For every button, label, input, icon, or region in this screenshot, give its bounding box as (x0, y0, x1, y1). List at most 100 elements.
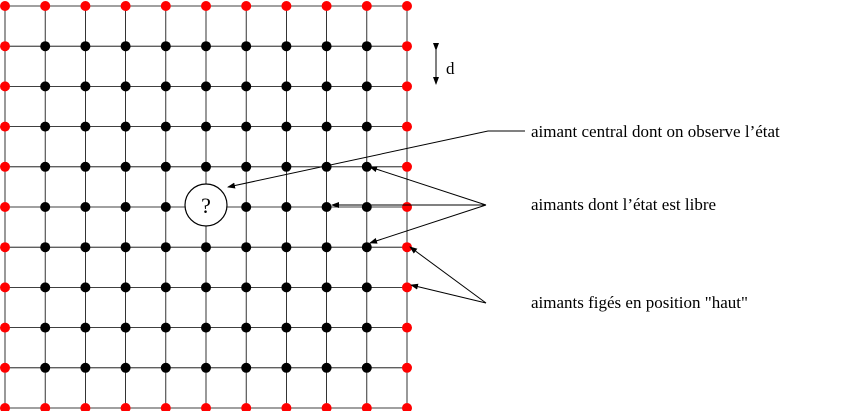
fixed-magnet-dot (402, 202, 412, 212)
fixed-magnet-dot (0, 202, 10, 212)
free-magnet-dot (361, 41, 372, 52)
free-magnet-dot (40, 41, 51, 52)
free-magnet-dot (40, 362, 51, 373)
free-magnet-dot (80, 362, 91, 373)
free-magnet-dot (241, 202, 252, 212)
free-magnet-dot (201, 121, 211, 132)
fixed-pointer-1 (409, 246, 487, 304)
free-magnet-dot (40, 81, 51, 92)
free-magnet-dot (281, 362, 292, 373)
fixed-magnet-dot (281, 403, 292, 411)
free-magnet-dot (281, 282, 292, 293)
free-magnet-dot (120, 282, 131, 293)
fixed-magnet-dot (0, 242, 10, 253)
fixed-magnet-dot (402, 121, 412, 132)
fixed-magnet-dot (0, 403, 10, 411)
annotation-lines (227, 130, 525, 304)
fixed-magnet-dot (0, 282, 10, 293)
free-magnet-dot (361, 202, 372, 212)
free-magnet-dot (241, 322, 252, 333)
free-magnet-dot (201, 242, 211, 253)
fixed-magnet-dot (40, 403, 51, 411)
fixed-magnet-dot (80, 403, 91, 411)
spacing-label: d (446, 59, 455, 78)
free-magnet-dot (321, 121, 332, 132)
free-magnet-dot (281, 322, 292, 333)
free-magnet-dot (241, 282, 252, 293)
free-magnet-dot (281, 81, 292, 92)
fixed-magnet-dot (0, 41, 10, 52)
free-magnet-dot (80, 121, 91, 132)
fixed-magnet-dot (402, 1, 412, 11)
free-magnet-dot (201, 322, 211, 333)
free-pointer-3 (369, 204, 487, 244)
free-magnet-dot (80, 242, 91, 253)
free-magnet-dot (80, 161, 91, 172)
fixed-magnet-dot (120, 403, 131, 411)
label-fixed-magnets: aimants figés en position "haut" (531, 293, 748, 312)
free-magnet-dot (241, 362, 252, 373)
free-magnet-dot (201, 81, 211, 92)
fixed-magnet-dot (0, 362, 10, 373)
free-magnet-dot (361, 242, 372, 253)
free-magnet-dot (120, 81, 131, 92)
fixed-magnet-dot (402, 41, 412, 52)
free-magnet-dot (120, 322, 131, 333)
free-magnet-dot (120, 121, 131, 132)
fixed-magnet-dot (160, 403, 171, 411)
fixed-magnet-dot (241, 403, 252, 411)
free-magnet-dot (241, 161, 252, 172)
free-magnet-dot (160, 242, 171, 253)
free-magnet-dot (241, 81, 252, 92)
fixed-pointer-2 (410, 283, 487, 304)
free-magnet-dot (241, 41, 252, 52)
free-magnet-dot (40, 161, 51, 172)
free-magnet-dot (40, 282, 51, 293)
fixed-magnet-dot (402, 322, 412, 333)
central-pointer (227, 130, 525, 189)
fixed-magnet-dot (321, 1, 332, 11)
free-magnet-dot (321, 81, 332, 92)
free-magnet-dot (160, 41, 171, 52)
free-magnet-dot (160, 121, 171, 132)
free-magnet-dot (361, 362, 372, 373)
free-magnet-dot (281, 242, 292, 253)
fixed-magnet-dot (361, 403, 372, 411)
free-magnet-dot (361, 81, 372, 92)
fixed-magnet-dot (402, 362, 412, 373)
free-magnet-dot (80, 282, 91, 293)
free-magnet-dot (241, 242, 252, 253)
free-magnet-dot (80, 322, 91, 333)
fixed-magnet-dot (0, 81, 10, 92)
free-magnet-dot (321, 202, 332, 212)
free-magnet-dot (160, 282, 171, 293)
fixed-magnet-dot (0, 322, 10, 333)
free-magnet-dot (160, 161, 171, 172)
free-magnet-dot (321, 362, 332, 373)
label-central-magnet: aimant central dont on observe l’état (531, 122, 780, 141)
free-magnet-dot (321, 322, 332, 333)
free-magnet-dot (321, 242, 332, 253)
fixed-magnet-dot (160, 1, 171, 11)
central-magnet-question-mark: ? (201, 193, 211, 218)
free-pointer-1 (369, 166, 487, 206)
central-magnet (184, 183, 228, 227)
free-magnet-dot (40, 121, 51, 132)
fixed-magnet-dot (361, 1, 372, 11)
fixed-magnet-dot (201, 403, 211, 411)
free-magnet-dot (321, 282, 332, 293)
free-magnet-dot (40, 322, 51, 333)
free-magnet-dot (361, 121, 372, 132)
free-magnet-dot (201, 161, 211, 172)
free-magnet-dot (160, 362, 171, 373)
free-magnet-dot (281, 161, 292, 172)
fixed-magnet-dot (0, 1, 10, 11)
free-magnet-dot (321, 41, 332, 52)
free-magnet-dot (120, 202, 131, 212)
fixed-magnet-dot (120, 1, 131, 11)
fixed-magnet-dot (402, 282, 412, 293)
fixed-magnet-dot (402, 81, 412, 92)
fixed-magnet-dot (40, 1, 51, 11)
